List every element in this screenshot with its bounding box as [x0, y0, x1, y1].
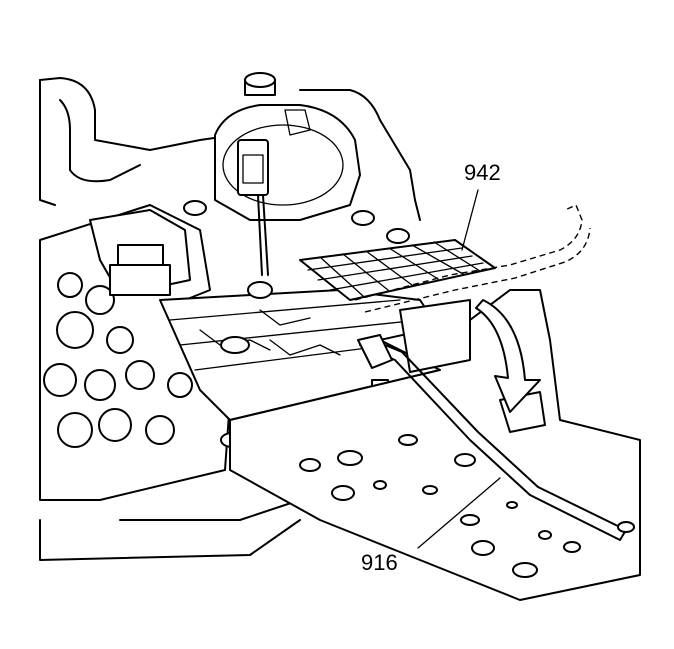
accumulator-housing [214, 72, 361, 221]
rod-original-position [354, 204, 591, 313]
filter-screen-942 [299, 239, 496, 301]
leader-line-916 [417, 477, 501, 549]
callout-916: 916 [361, 550, 398, 575]
rotation-arrow [475, 299, 541, 413]
retainer-rod-916 [357, 334, 635, 541]
control-valve-body [39, 204, 231, 501]
leader-line-942 [461, 189, 479, 251]
cover-plate [229, 289, 641, 601]
solenoid-connector [237, 139, 269, 276]
callout-942: 942 [464, 160, 501, 185]
